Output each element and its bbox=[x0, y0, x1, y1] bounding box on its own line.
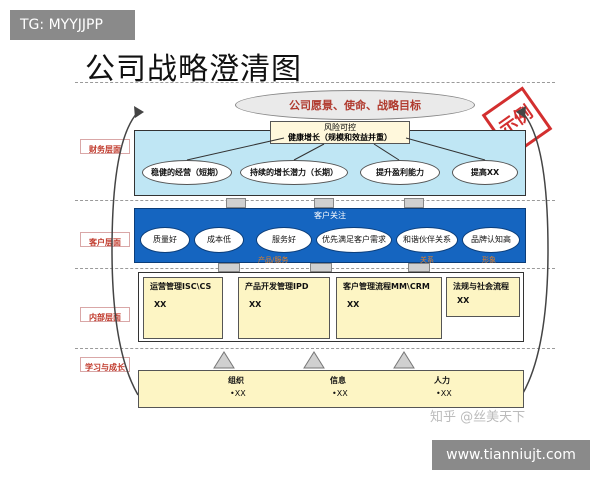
risk-line2: 健康增长（规模和效益并重） bbox=[288, 133, 392, 142]
customer-item: 成本低 bbox=[194, 227, 244, 253]
customer-item: 和谐伙伴关系 bbox=[396, 227, 458, 253]
internal-box-title: 产品开发管理IPD bbox=[245, 282, 309, 291]
arrow-up-shaft bbox=[226, 198, 246, 208]
customer-item: 品牌认知高 bbox=[462, 227, 520, 253]
finance-item: 稳健的经营（短期） bbox=[142, 160, 232, 185]
finance-item: 提高XX bbox=[452, 160, 518, 185]
goal-ellipse: 公司愿景、使命、战略目标 bbox=[235, 90, 475, 120]
internal-box-title: 运营管理ISC\CS bbox=[150, 282, 212, 291]
watermark: 知乎 @丝美天下 bbox=[430, 410, 526, 425]
customer-sub-label: 产品/服务 bbox=[258, 256, 289, 264]
section-learning-label: 学习与成长 bbox=[85, 363, 125, 372]
learning-item-title: 人力 bbox=[434, 376, 450, 385]
learning-item-title: 信息 bbox=[330, 376, 346, 385]
finance-item: 提升盈利能力 bbox=[360, 160, 440, 185]
section-customer: 客户层面 bbox=[80, 232, 130, 247]
arrow-up-shaft bbox=[310, 263, 332, 272]
internal-box: 产品开发管理IPD XX bbox=[238, 277, 330, 339]
learning-item-title: 组织 bbox=[228, 376, 244, 385]
source-url: www.tianniujt.com bbox=[432, 440, 590, 470]
customer-item: 质量好 bbox=[140, 227, 190, 253]
internal-box-value: XX bbox=[249, 300, 262, 309]
learning-item-value: •XX bbox=[436, 389, 452, 398]
finance-arrows bbox=[186, 137, 486, 161]
source-tag: TG: MYYJJPP bbox=[10, 10, 135, 40]
section-customer-label: 客户层面 bbox=[89, 238, 121, 247]
learning-arrows bbox=[213, 351, 415, 369]
internal-box-value: XX bbox=[347, 300, 360, 309]
left-feedback-arrow bbox=[111, 106, 144, 396]
risk-box: 风险可控 健康增长（规模和效益并重） bbox=[270, 121, 410, 144]
divider-top bbox=[75, 82, 555, 83]
finance-item: 持续的增长潜力（长期） bbox=[240, 160, 348, 185]
divider-internal bbox=[75, 348, 555, 349]
customer-sub-label: 关系 bbox=[420, 256, 434, 264]
arrow-up-shaft bbox=[404, 198, 424, 208]
section-learning: 学习与成长 bbox=[80, 357, 130, 372]
customer-sub-label: 形象 bbox=[482, 256, 496, 264]
internal-box: 法规与社会流程 XX bbox=[446, 277, 520, 317]
learning-item-value: •XX bbox=[332, 389, 348, 398]
section-finance-label: 财务层面 bbox=[89, 145, 121, 154]
arrow-up-shaft bbox=[314, 198, 334, 208]
internal-box-title: 客户管理流程MM\CRM bbox=[343, 282, 430, 291]
customer-title: 客户关注 bbox=[314, 211, 346, 220]
internal-box-value: XX bbox=[457, 296, 470, 305]
page-title: 公司战略澄清图 bbox=[85, 52, 302, 87]
internal-box-title: 法规与社会流程 bbox=[453, 282, 509, 291]
arrow-up-shaft bbox=[408, 263, 430, 272]
customer-item: 服务好 bbox=[256, 227, 312, 253]
customer-item: 优先满足客户需求 bbox=[316, 227, 392, 253]
learning-panel bbox=[138, 370, 524, 408]
internal-box: 客户管理流程MM\CRM XX bbox=[336, 277, 442, 339]
right-feedback-arrow bbox=[516, 106, 549, 396]
section-internal-label: 内部层面 bbox=[89, 313, 121, 322]
section-finance: 财务层面 bbox=[80, 139, 130, 154]
internal-box: 运营管理ISC\CS XX bbox=[143, 277, 223, 339]
risk-line1: 风险可控 bbox=[324, 123, 356, 132]
section-internal: 内部层面 bbox=[80, 307, 130, 322]
internal-box-value: XX bbox=[154, 300, 167, 309]
arrow-up-shaft bbox=[218, 263, 240, 272]
learning-item-value: •XX bbox=[230, 389, 246, 398]
